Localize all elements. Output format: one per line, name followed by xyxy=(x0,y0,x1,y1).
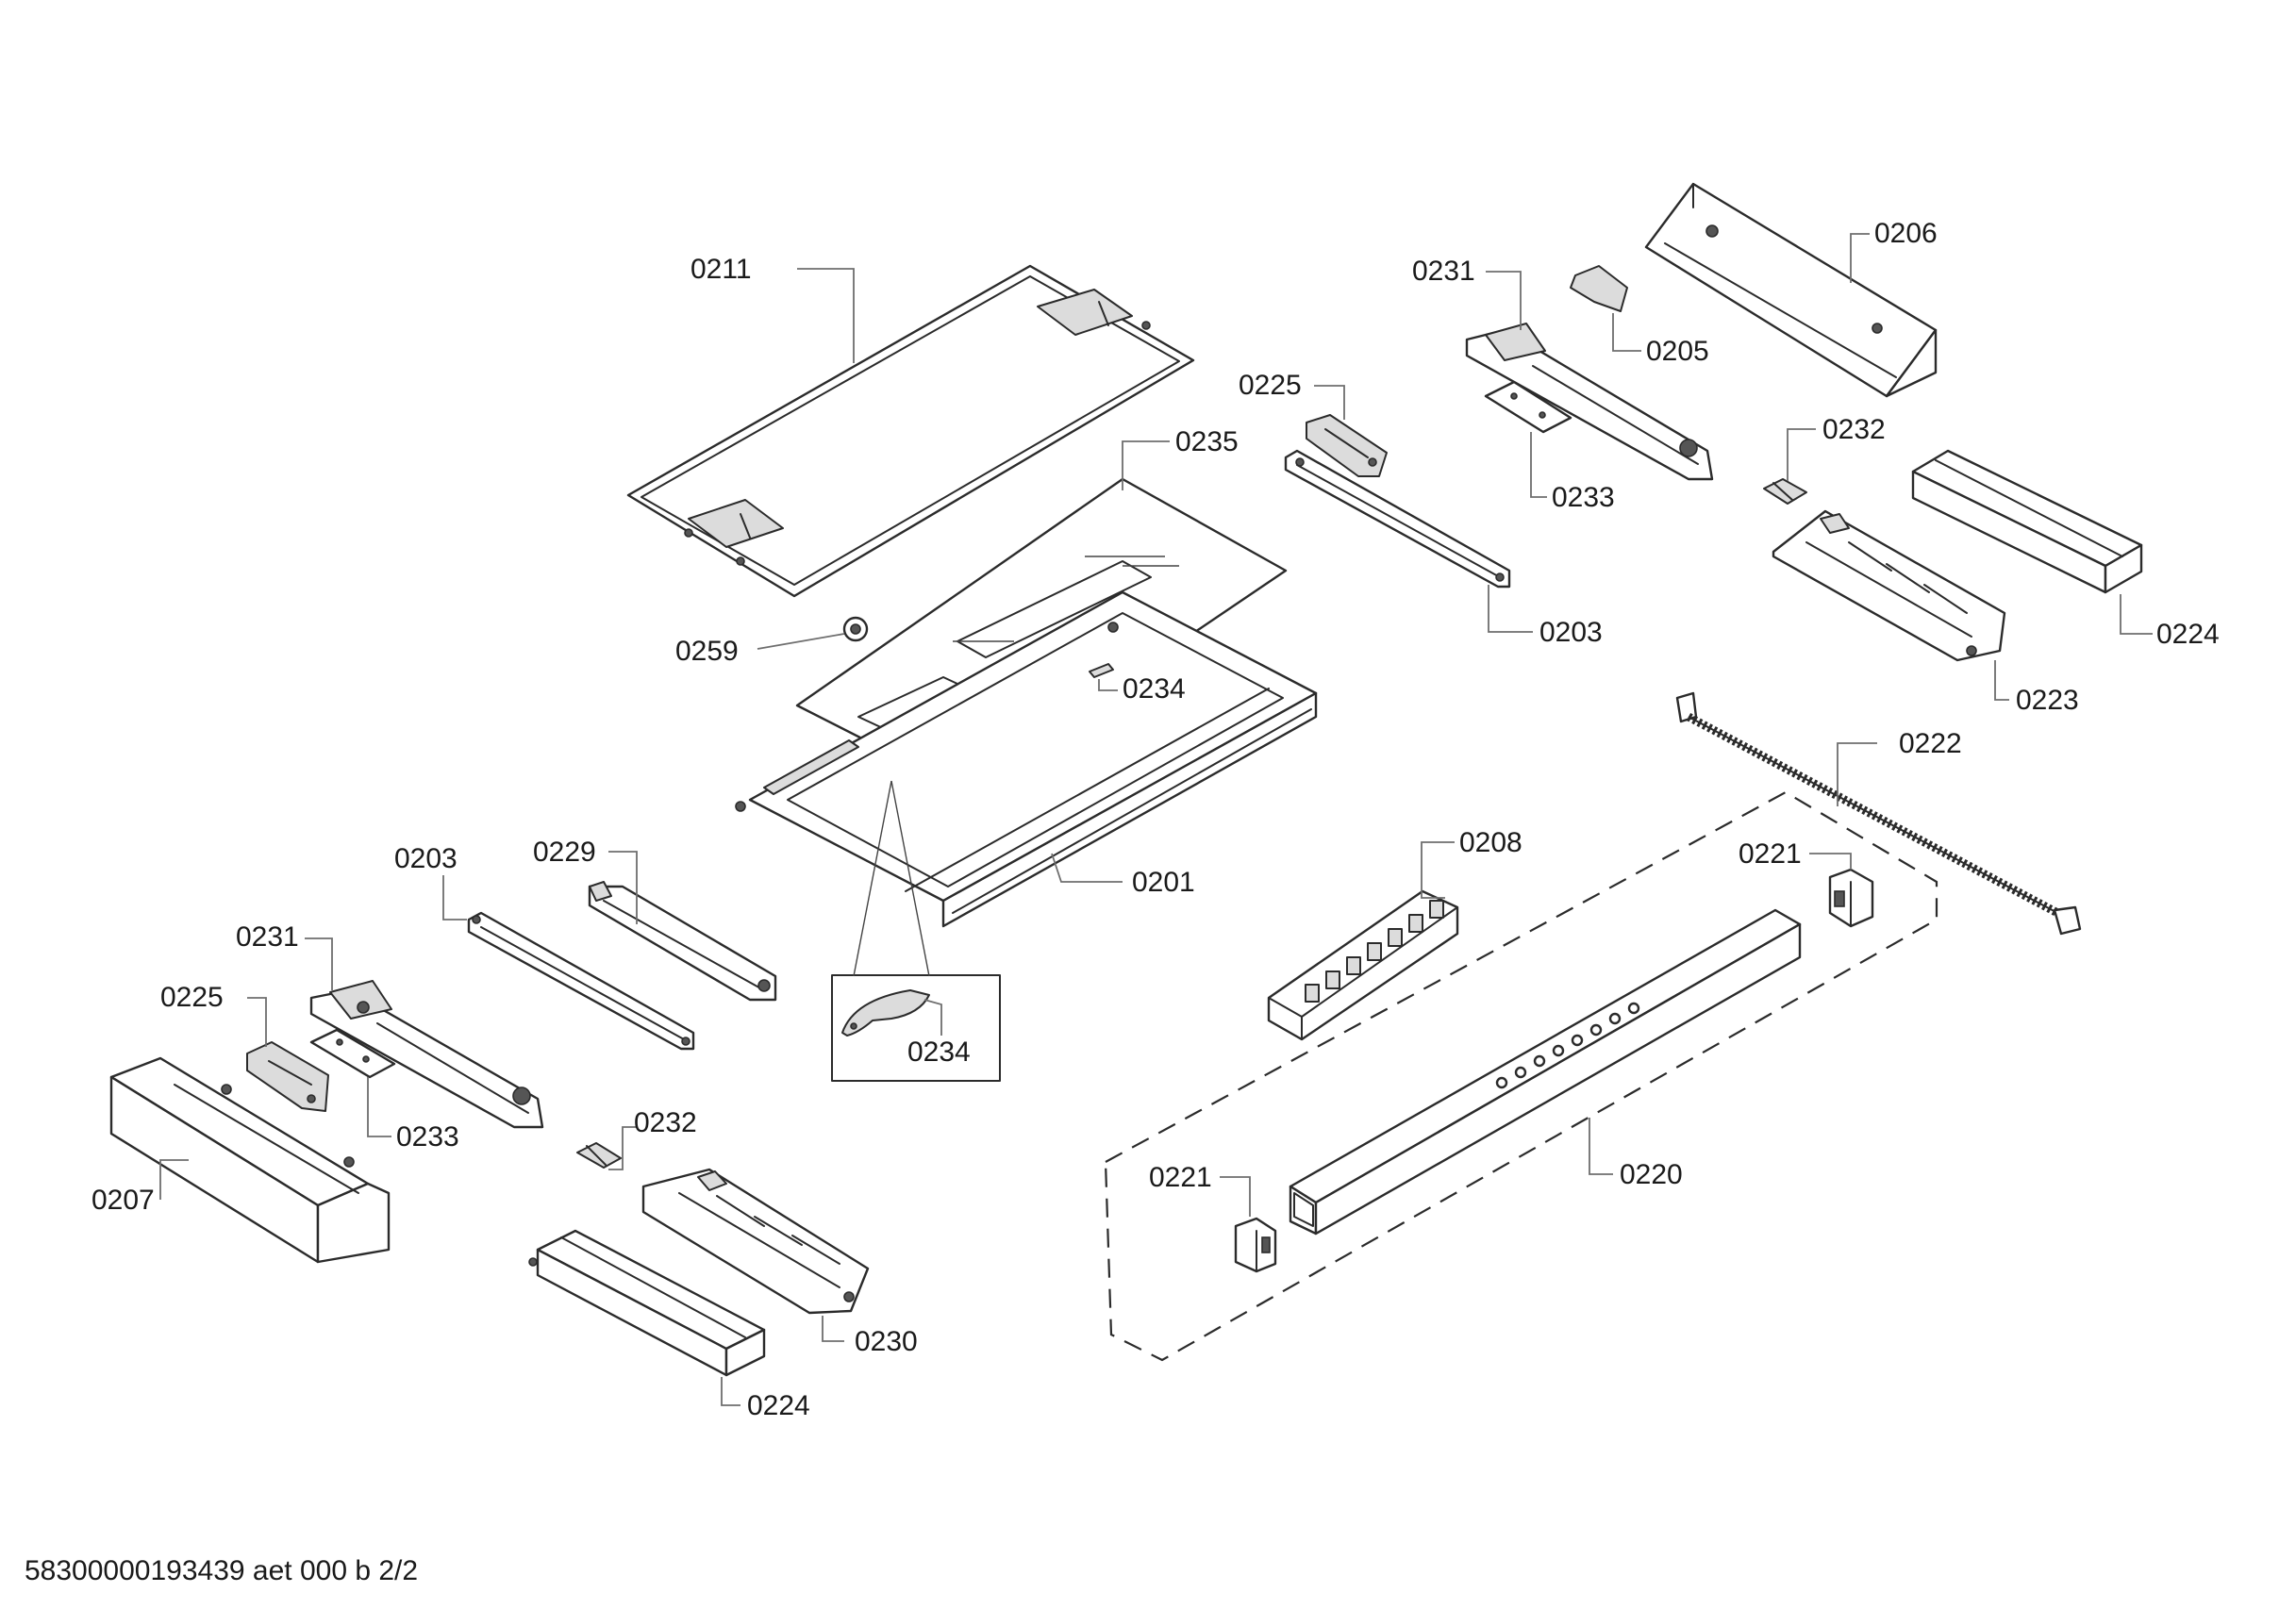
label-0229: 0229 xyxy=(533,837,596,868)
leader-0233-b xyxy=(1530,432,1547,498)
leader-0225-b xyxy=(1314,385,1345,420)
leader-0230 xyxy=(822,1316,844,1342)
part-number-labels: 0211 0235 0259 0234 0201 0234 0229 0203 … xyxy=(92,218,2220,1421)
leader-0211 xyxy=(797,268,855,363)
leader-0206 xyxy=(1850,233,1870,283)
label-0225-a: 0225 xyxy=(160,982,224,1013)
part-0224-channel-left xyxy=(528,1229,766,1377)
part-0231-slide-left xyxy=(309,980,544,1129)
leader-0203-b xyxy=(1488,585,1533,633)
part-0229-rail xyxy=(588,881,777,1002)
leader-0205 xyxy=(1612,313,1641,352)
leader-0224-b xyxy=(2120,594,2153,635)
leader-0231-a xyxy=(305,937,333,990)
label-0234-a: 0234 xyxy=(1123,673,1186,705)
part-0233-plate-right xyxy=(1484,380,1572,434)
label-0220: 0220 xyxy=(1620,1159,1683,1190)
part-0206-duct-top xyxy=(1644,182,1938,398)
leader-0208 xyxy=(1421,841,1455,899)
part-0225-bracket-right xyxy=(1306,414,1388,477)
label-0224-b: 0224 xyxy=(2156,619,2220,650)
part-0203-rail-left xyxy=(467,911,695,1051)
part-0211-filter-frame xyxy=(626,264,1195,598)
part-0224-channel-right xyxy=(1911,449,2143,594)
leader-0221-b xyxy=(1220,1176,1251,1217)
label-0234-b: 0234 xyxy=(907,1037,971,1068)
part-0203-rail-right xyxy=(1284,449,1511,589)
leader-0207 xyxy=(159,1159,189,1200)
part-0234-detail-box xyxy=(831,780,1001,1082)
part-0259-knob xyxy=(842,616,869,642)
control-buttons xyxy=(1495,1002,1640,1089)
leader-0222 xyxy=(1837,742,1877,806)
leader-0224-a xyxy=(721,1377,740,1406)
part-0231-slide-right xyxy=(1465,323,1714,481)
label-0233-a: 0233 xyxy=(396,1121,459,1153)
label-0232-a: 0232 xyxy=(634,1107,697,1138)
leader-0232-b xyxy=(1787,428,1816,481)
label-0230: 0230 xyxy=(855,1326,918,1357)
leader-0220 xyxy=(1589,1118,1613,1175)
label-0232-b: 0232 xyxy=(1822,414,1886,445)
part-0221-box-left xyxy=(1234,1217,1277,1273)
part-0207-duct-left xyxy=(109,1056,391,1264)
label-0222: 0222 xyxy=(1899,728,1962,759)
part-0223-lamp-holder xyxy=(1772,509,2006,662)
leader-0203-a xyxy=(442,875,467,921)
label-0211: 0211 xyxy=(690,254,752,285)
label-0231-b: 0231 xyxy=(1412,256,1475,287)
label-0201: 0201 xyxy=(1132,867,1195,898)
leader-0259 xyxy=(757,633,845,650)
label-0221-b: 0221 xyxy=(1149,1162,1212,1193)
part-0208-switch-block xyxy=(1267,889,1459,1041)
label-0206: 0206 xyxy=(1874,218,1938,249)
label-0231-a: 0231 xyxy=(236,921,299,953)
leader-0234-b xyxy=(923,999,942,1036)
label-0203-b: 0203 xyxy=(1539,617,1603,648)
part-0233-plate-left xyxy=(309,1028,396,1079)
leader-0232-a xyxy=(608,1126,637,1170)
label-0207: 0207 xyxy=(92,1185,155,1216)
label-0223: 0223 xyxy=(2016,685,2079,716)
leader-0235 xyxy=(1122,440,1170,490)
label-0235: 0235 xyxy=(1175,426,1239,457)
part-0232-clip-right xyxy=(1763,478,1807,505)
part-0234-clip xyxy=(1089,663,1114,678)
part-0205-plate xyxy=(1570,265,1628,312)
part-0220-control-bar xyxy=(1289,908,1802,1236)
part-0232-clip-left xyxy=(576,1142,622,1169)
label-0224-a: 0224 xyxy=(747,1390,810,1421)
leader-0225-a xyxy=(247,997,267,1047)
leader-0201 xyxy=(1051,853,1123,883)
leader-0221-a xyxy=(1809,853,1852,870)
label-0203-a: 0203 xyxy=(394,843,458,874)
label-0225-b: 0225 xyxy=(1239,370,1302,401)
label-0259: 0259 xyxy=(675,636,739,667)
part-0221-box-right xyxy=(1828,868,1874,928)
label-0221-a: 0221 xyxy=(1739,838,1802,870)
part-0222-cable xyxy=(1675,691,2082,936)
part-0225-bracket-left xyxy=(246,1041,329,1112)
leader-0231-b xyxy=(1486,271,1522,330)
label-0205: 0205 xyxy=(1646,336,1709,367)
leader-0233-a xyxy=(367,1077,391,1137)
leader-0223 xyxy=(1994,660,2009,701)
label-0233-b: 0233 xyxy=(1552,482,1615,513)
document-reference-footer: 58300000193439 aet 000 b 2/2 xyxy=(25,1555,418,1586)
switch-slots xyxy=(1305,900,1444,1003)
part-0230-lamp-holder xyxy=(641,1168,870,1315)
label-0208: 0208 xyxy=(1459,827,1522,858)
leader-0234-a xyxy=(1098,679,1118,691)
group-boundary-dashed xyxy=(1104,790,1938,1362)
leader-0229 xyxy=(608,851,638,924)
part-0201-tray-frame xyxy=(735,590,1318,928)
